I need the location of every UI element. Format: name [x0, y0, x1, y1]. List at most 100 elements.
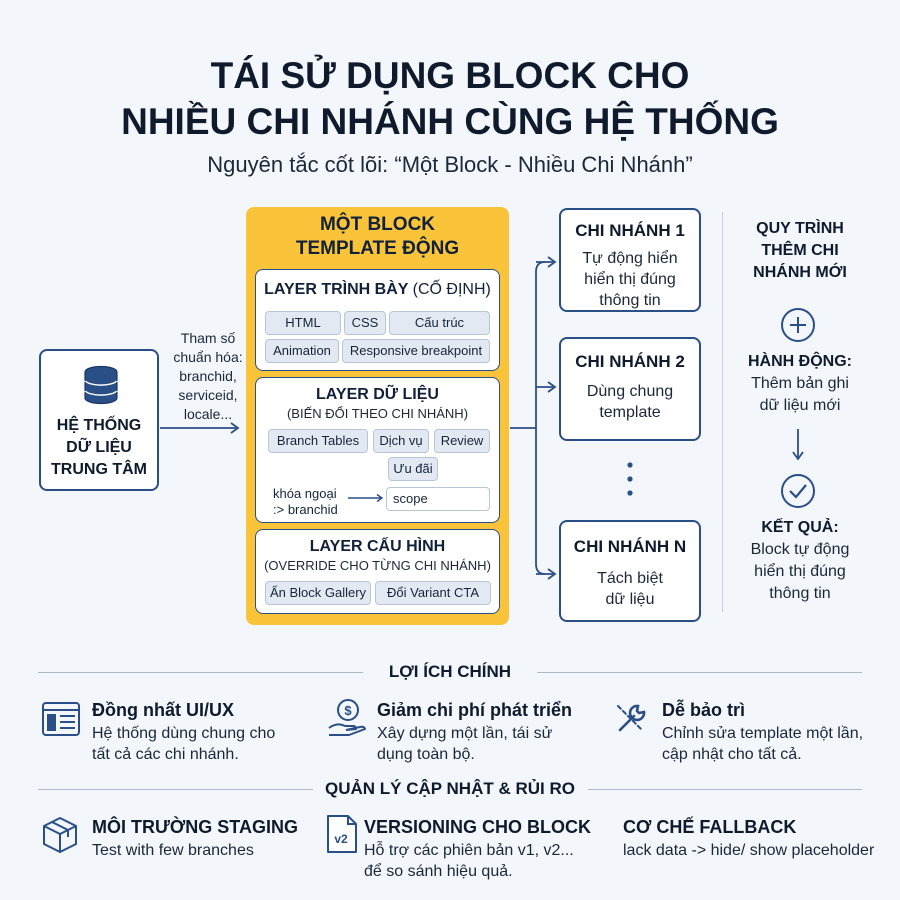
benefit-item: Đồng nhất UI/UX Hệ thống dùng chung cho … — [92, 699, 312, 765]
arrow-down-icon — [792, 429, 804, 461]
process-result-line: hiển thị đúng — [754, 563, 846, 580]
chip-html: HTML — [265, 311, 341, 335]
layer-presentation: LAYER TRÌNH BÀY (CỐ ĐỊNH) HTML CSS Cấu t… — [255, 269, 500, 371]
branch-2-desc-line: template — [599, 404, 661, 421]
layer-presentation-title-suffix: (CỐ ĐỊNH) — [412, 281, 491, 298]
source-label-2: DỮ LIỆU — [66, 439, 132, 456]
benefit-text: Hệ thống dùng chung cho — [92, 725, 276, 742]
branch-1-title: CHI NHÁNH 1 — [575, 221, 685, 240]
benefit-text: Chỉnh sửa template một lần, — [662, 725, 864, 742]
risk-item: VERSIONING CHO BLOCK Hỗ trợ các phiên bả… — [364, 816, 614, 882]
process-action-line: dữ liệu mới — [759, 397, 841, 414]
box-icon — [43, 817, 77, 853]
chip-css: CSS — [344, 311, 386, 335]
process-action: HÀNH ĐỘNG: Thêm bản ghi dữ liệu mới — [730, 351, 870, 417]
branch-1-desc-line: thông tin — [599, 292, 661, 309]
params-line: Tham số — [180, 330, 236, 346]
branch-n-title: CHI NHÁNH N — [573, 537, 687, 556]
benefit-text: cập nhật cho tất cả. — [662, 746, 802, 763]
chip-change-cta: Đổi Variant CTA — [375, 581, 491, 605]
risk-item: MÔI TRƯỜNG STAGING Test with few branche… — [92, 816, 322, 861]
layer-data: LAYER DỮ LIỆU (BIẾN ĐỔI THEO CHI NHÁNH) … — [255, 377, 500, 523]
benefit-title: Dễ bảo trì — [662, 700, 746, 720]
branch-1-desc: Tự động hiển hiển thị đúng thông tin — [561, 248, 699, 311]
benefit-title: Đồng nhất UI/UX — [92, 700, 234, 720]
branch-n-desc-line: dữ liệu — [605, 591, 655, 608]
process-result-label: KẾT QUẢ: — [761, 519, 839, 536]
benefits-heading: LỢI ÍCH CHÍNH — [388, 662, 512, 681]
chip-services: Dịch vụ — [373, 429, 429, 453]
source-label-1: HỆ THỐNG — [56, 417, 142, 434]
process-title-line: THÊM CHI — [761, 242, 839, 259]
process-title: QUY TRÌNH THÊM CHI NHÁNH MỚI — [730, 218, 870, 284]
layer-data-title: LAYER DỮ LIỆU — [316, 386, 439, 403]
branch-2-desc: Dùng chung template — [561, 381, 699, 423]
risk-item: CƠ CHẾ FALLBACK lack data -> hide/ show … — [623, 816, 893, 861]
risk-text: Hỗ trợ các phiên bản v1, v2... — [364, 842, 574, 859]
risk-title: MÔI TRƯỜNG STAGING — [92, 817, 298, 837]
template-title-line: MỘT BLOCK — [319, 214, 436, 235]
benefit-text: dụng toàn bộ. — [377, 746, 475, 763]
process-result-line: thông tin — [769, 585, 831, 602]
layer-presentation-title-text: LAYER TRÌNH BÀY — [264, 281, 409, 298]
chip-review: Review — [434, 429, 490, 453]
layer-config-title: LAYER CẤU HÌNH — [309, 538, 446, 555]
process-result-line: Block tự động — [750, 541, 850, 558]
foreign-key-note: khóa ngoại :> branchid — [273, 486, 338, 518]
risk-title: CƠ CHẾ FALLBACK — [623, 817, 797, 837]
branch-1: CHI NHÁNH 1 Tự động hiển hiển thị đúng t… — [559, 208, 701, 312]
plus-circle-icon — [781, 308, 815, 342]
benefit-item: Dễ bảo trì Chỉnh sửa template một lần, c… — [662, 699, 882, 765]
chip-hide-gallery: Ẩn Block Gallery — [265, 581, 371, 605]
branch-2: CHI NHÁNH 2 Dùng chung template — [559, 337, 701, 441]
params-line: branchid, — [179, 368, 237, 384]
layout-icon — [42, 702, 80, 736]
layer-config-subtitle: (OVERRIDE CHO TỪNG CHI NHÁNH) — [264, 558, 491, 573]
source-label-3: TRUNG TÂM — [51, 461, 147, 478]
check-circle-icon — [781, 474, 815, 508]
central-data-system: HỆ THỐNG DỮ LIỆU TRUNG TÂM — [39, 349, 159, 491]
money-hand-icon: $ — [328, 699, 366, 736]
chip-animation: Animation — [265, 339, 339, 363]
risk-text: để so sánh hiệu quả. — [364, 863, 513, 880]
title-line-1: TÁI SỬ DỤNG BLOCK CHO — [210, 55, 690, 96]
risk-text: lack data -> hide/ show placeholder — [623, 842, 875, 859]
branch-n-desc: Tách biệt dữ liệu — [561, 568, 699, 610]
branch-2-desc-line: Dùng chung — [586, 383, 674, 400]
process-divider — [722, 212, 723, 612]
risk-heading: QUẢN LÝ CẬP NHẬT & RỦI RO — [325, 779, 575, 798]
params-line: serviceid, — [178, 387, 238, 403]
benefit-item: Giảm chi phí phát triển Xây dựng một lần… — [377, 699, 597, 765]
divider — [38, 672, 363, 673]
branch-n-desc-line: Tách biệt — [597, 570, 663, 587]
svg-text:$: $ — [344, 703, 352, 718]
wrench-icon — [617, 704, 646, 732]
divider — [38, 789, 313, 790]
template-title-line: TEMPLATE ĐỘNG — [295, 238, 460, 259]
version-icon-label: v2 — [334, 832, 348, 846]
branch-1-desc-line: hiển thị đúng — [584, 271, 676, 288]
process-action-label: HÀNH ĐỘNG: — [748, 353, 852, 370]
branch-n: CHI NHÁNH N Tách biệt dữ liệu — [559, 520, 701, 622]
layer-presentation-title: LAYER TRÌNH BÀY (CỐ ĐỊNH) — [256, 281, 499, 299]
process-action-line: Thêm bản ghi — [751, 375, 849, 392]
risk-title: VERSIONING CHO BLOCK — [364, 817, 592, 837]
title-line-2: NHIỀU CHI NHÁNH CÙNG HỆ THỐNG — [121, 101, 779, 142]
ellipsis-vertical-icon — [627, 462, 633, 496]
params-note: Tham số chuẩn hóa: branchid, serviceid, … — [168, 329, 248, 424]
layer-data-subtitle: (BIẾN ĐỔI THEO CHI NHÁNH) — [286, 406, 469, 421]
fk-line: khóa ngoại — [273, 486, 337, 501]
template-title: MỘT BLOCK TEMPLATE ĐỘNG — [246, 213, 509, 261]
benefit-text: tất cả các chi nhánh. — [92, 746, 239, 763]
chip-structure: Cấu trúc — [389, 311, 490, 335]
chip-responsive: Responsive breakpoint — [342, 339, 490, 363]
version-icon: v2 — [327, 815, 357, 853]
arrow-right-icon — [348, 493, 384, 503]
benefit-title: Giảm chi phí phát triển — [377, 700, 573, 720]
divider — [537, 672, 862, 673]
params-line: locale... — [183, 406, 233, 422]
risk-text: Test with few branches — [92, 842, 254, 859]
scope-field: scope — [386, 487, 490, 511]
branch-1-desc-line: Tự động hiển — [582, 250, 678, 267]
